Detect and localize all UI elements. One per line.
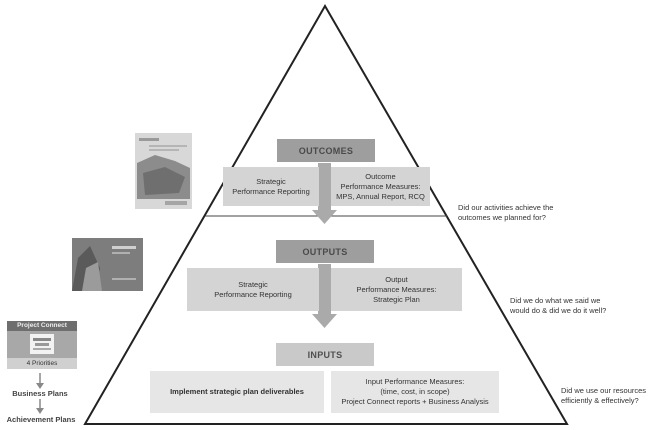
outputs-band: OUTPUTS bbox=[276, 240, 374, 263]
outcomes-question-line2: outcomes we planned for? bbox=[458, 213, 546, 222]
outcomes-band: OUTCOMES bbox=[277, 139, 375, 162]
inputs-deliverables-box: Implement strategic plan deliverables bbox=[150, 371, 324, 413]
outputs-right-line2: Performance Measures: bbox=[356, 284, 437, 294]
outcomes-measures-box: Outcome Performance Measures: MPS, Annua… bbox=[331, 167, 430, 206]
outputs-right-line1: Output bbox=[385, 274, 408, 284]
project-connect-priorities: 4 Priorities bbox=[7, 358, 77, 369]
outcomes-reporting-box: Strategic Performance Reporting bbox=[223, 167, 319, 206]
outputs-question-line2: would do & did we do it well? bbox=[510, 306, 607, 315]
inputs-right-line2: (time, cost, in scope) bbox=[380, 387, 450, 396]
inputs-question-line2: efficiently & effectively? bbox=[561, 396, 639, 405]
outputs-question: Did we do what we said we would do & did… bbox=[510, 296, 606, 316]
inputs-right-line1: Input Performance Measures: bbox=[365, 377, 465, 386]
outcomes-right-line2: Performance Measures: bbox=[340, 181, 421, 191]
outcomes-left-line2: Performance Reporting bbox=[232, 186, 310, 196]
outcomes-left-line1: Strategic bbox=[256, 176, 286, 186]
outputs-left-line1: Strategic bbox=[238, 279, 268, 289]
outcomes-right-line1: Outcome bbox=[365, 171, 396, 181]
outcomes-title: OUTCOMES bbox=[298, 145, 354, 156]
inputs-band: INPUTS bbox=[276, 343, 374, 366]
outcomes-right-line3: MPS, Annual Report, RCQ bbox=[336, 191, 425, 201]
achievement-plans-label: Achievement Plans bbox=[6, 415, 76, 424]
outcomes-question-line1: Did our activities achieve the bbox=[458, 203, 554, 212]
annual-report-thumbnail bbox=[135, 133, 192, 209]
down-arrow-icon bbox=[36, 399, 44, 414]
project-connect-title: Project Connect bbox=[7, 321, 77, 331]
down-arrow-icon bbox=[36, 373, 44, 389]
outputs-right-line3: Strategic Plan bbox=[373, 294, 420, 304]
strategic-plan-thumbnail bbox=[72, 238, 143, 291]
outputs-left-line2: Performance Reporting bbox=[214, 289, 292, 299]
outputs-reporting-box: Strategic Performance Reporting bbox=[187, 268, 319, 311]
inputs-left-text: Implement strategic plan deliverables bbox=[170, 387, 304, 396]
inputs-measures-box: Input Performance Measures: (time, cost,… bbox=[331, 371, 499, 413]
outcomes-question: Did our activities achieve the outcomes … bbox=[458, 203, 553, 223]
project-connect-card: Project Connect 4 Priorities bbox=[7, 321, 77, 369]
down-arrow-icon bbox=[312, 163, 337, 224]
outputs-question-line1: Did we do what we said we bbox=[510, 296, 601, 305]
project-connect-logo-icon bbox=[30, 334, 54, 354]
business-plans-label: Business Plans bbox=[12, 389, 68, 398]
inputs-question-line1: Did we use our resources bbox=[561, 386, 647, 395]
inputs-right-line3: Project Connect reports + Business Analy… bbox=[341, 397, 489, 406]
inputs-question: Did we use our resources efficiently & e… bbox=[561, 386, 646, 406]
down-arrow-icon bbox=[312, 264, 337, 328]
outputs-measures-box: Output Performance Measures: Strategic P… bbox=[331, 268, 462, 311]
inputs-title: INPUTS bbox=[307, 349, 343, 360]
outputs-title: OUTPUTS bbox=[302, 246, 348, 257]
